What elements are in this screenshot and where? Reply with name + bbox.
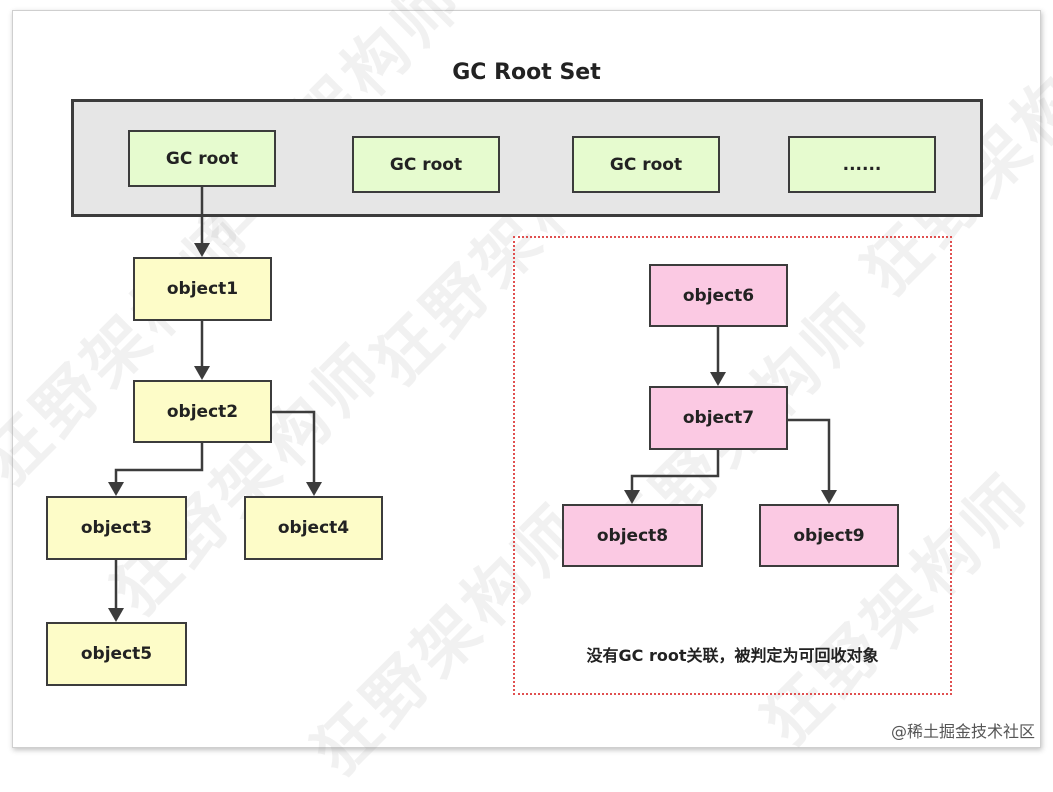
arrowhead	[624, 490, 640, 504]
arrowhead	[108, 608, 124, 622]
object7-node: object7	[649, 386, 788, 450]
gc-root-1: GC root	[128, 130, 276, 187]
object9-node: object9	[759, 504, 899, 567]
arrow-object7-object8	[630, 450, 720, 490]
arrowhead	[194, 243, 210, 257]
source-credit: @稀土掘金技术社区	[890, 718, 1035, 742]
diagram-title: GC Root Set	[452, 60, 601, 85]
arrowhead	[306, 482, 322, 496]
unreachable-region	[513, 236, 952, 695]
gc-root-3: GC root	[572, 136, 720, 193]
gc-root-2: GC root	[352, 136, 500, 193]
arrowhead	[108, 482, 124, 496]
object2-node: object2	[133, 380, 272, 443]
arrowhead	[710, 372, 726, 386]
object6-node: object6	[649, 264, 788, 327]
object8-node: object8	[562, 504, 703, 567]
object3-node: object3	[46, 496, 187, 560]
object5-node: object5	[46, 622, 187, 686]
arrow-object2-object3	[114, 443, 204, 482]
arrowhead	[821, 490, 837, 504]
object1-node: object1	[133, 257, 272, 321]
arrowhead	[194, 366, 210, 380]
reference-arrows	[108, 187, 837, 622]
gc-root-more: ......	[788, 136, 936, 193]
object4-node: object4	[244, 496, 383, 560]
arrow-object2-object4	[272, 410, 316, 482]
arrow-object7-object9	[788, 418, 831, 490]
unreachable-note: 没有GC root关联，被判定为可回收对象	[586, 646, 879, 665]
